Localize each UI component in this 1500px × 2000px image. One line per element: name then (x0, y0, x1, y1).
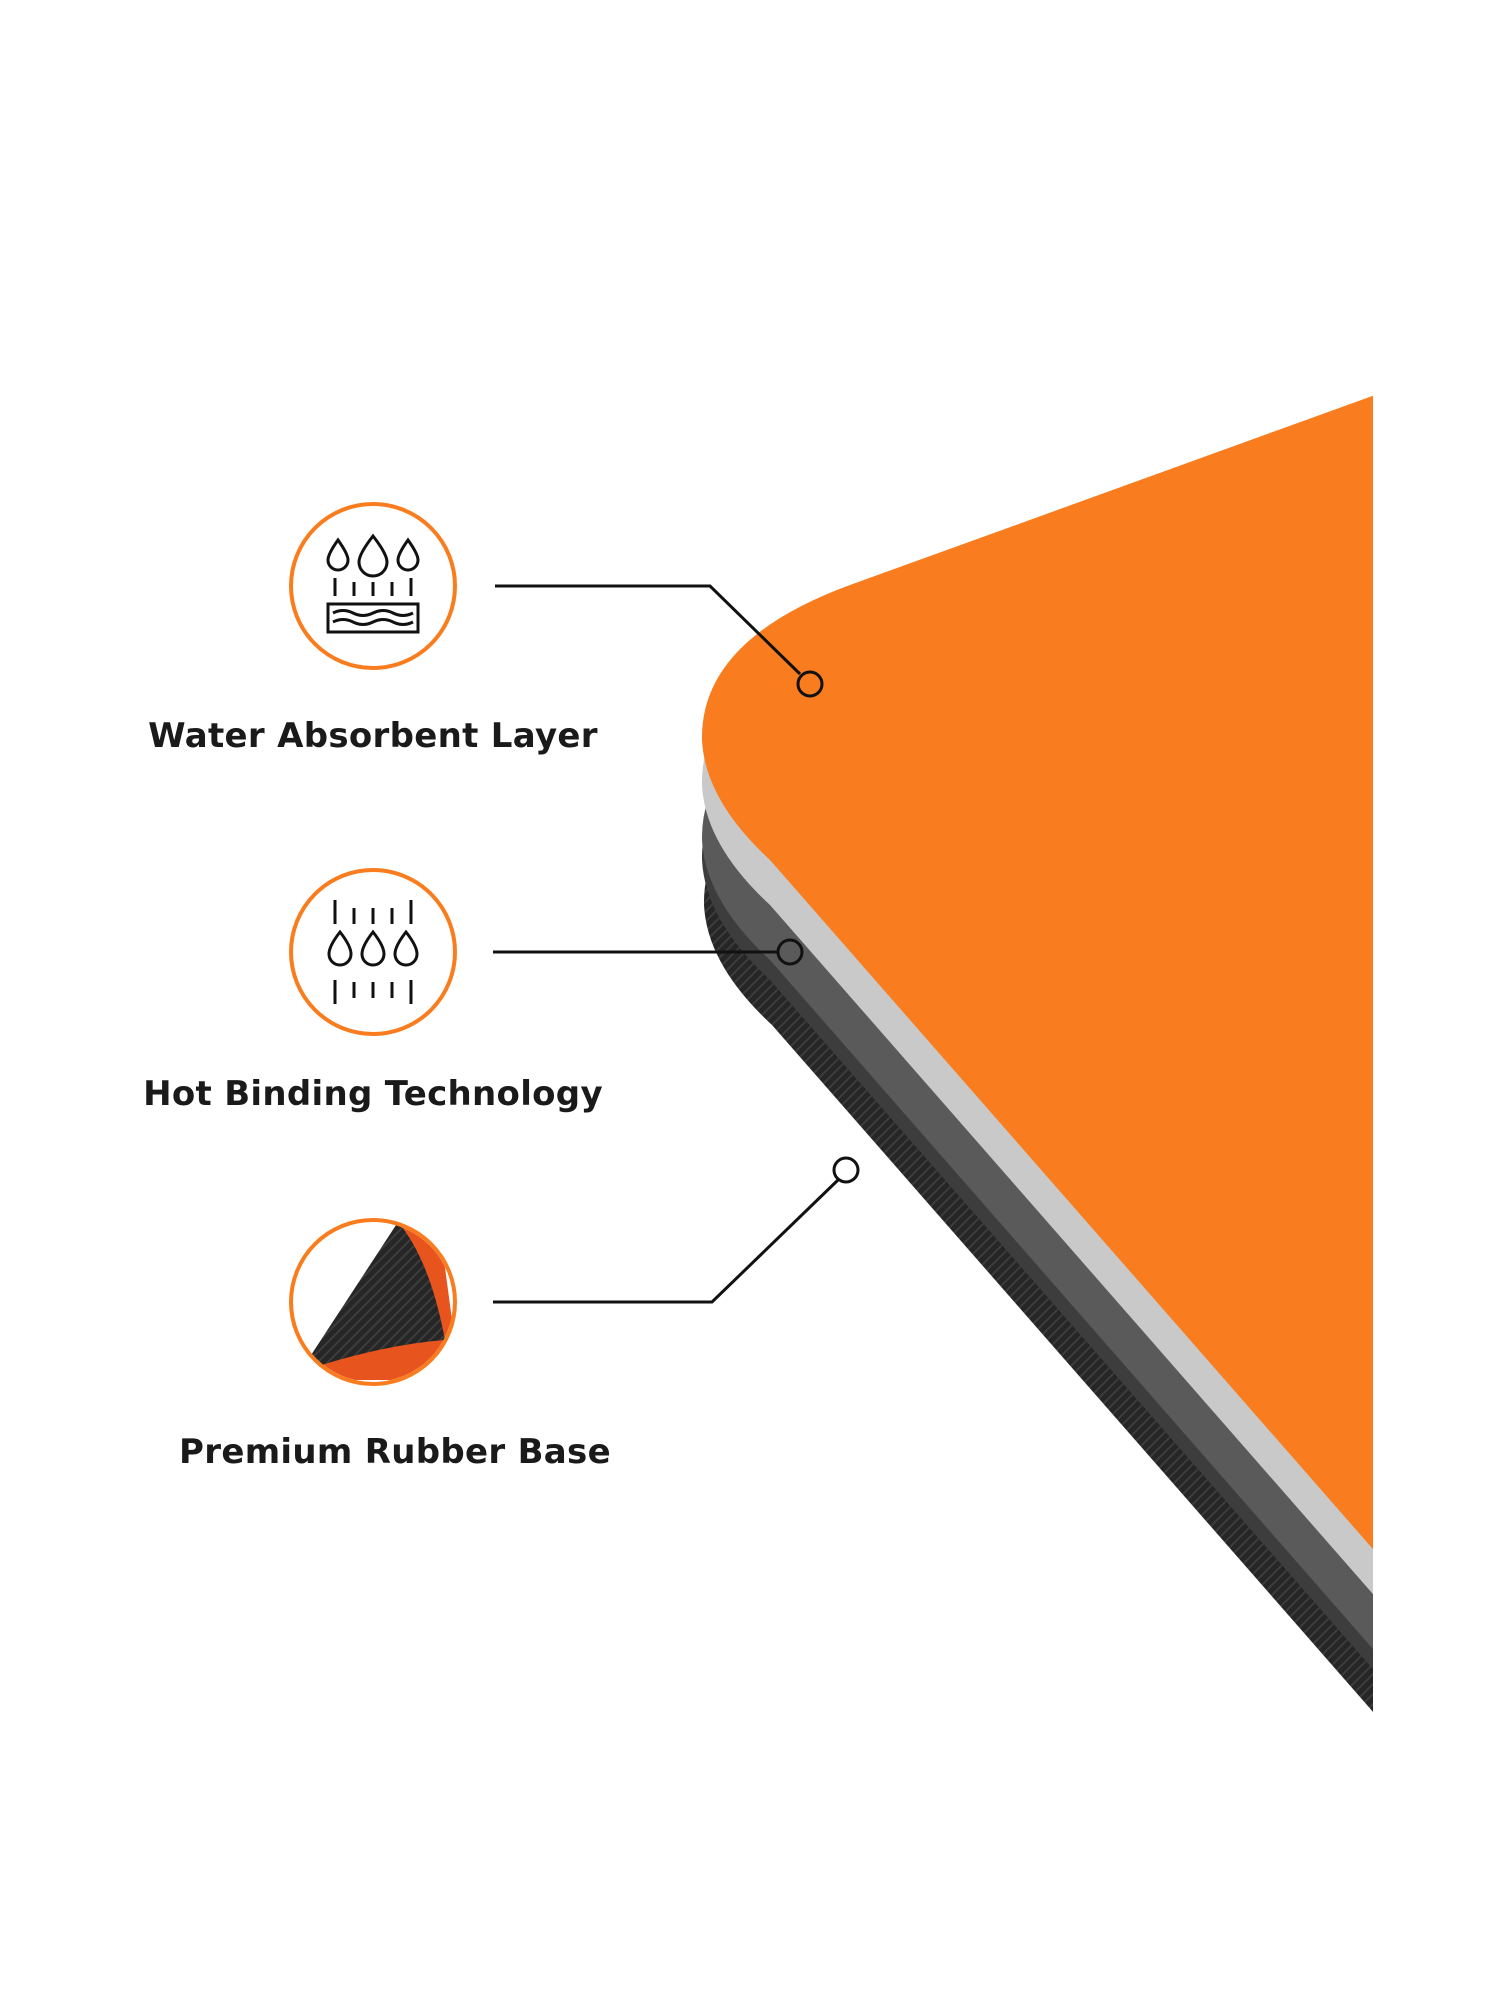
feature-label-hot-binding: Hot Binding Technology (143, 1074, 603, 1114)
rubber-base-icon (289, 1218, 457, 1386)
marker-dot-water (796, 670, 824, 698)
marker-dot-base (832, 1156, 860, 1184)
leader-line-water (495, 584, 802, 676)
marker-dot-binding (776, 938, 804, 966)
feature-label-rubber-base: Premium Rubber Base (179, 1432, 611, 1472)
water-absorb-icon (289, 502, 457, 670)
feature-label-water-absorbent: Water Absorbent Layer (148, 716, 598, 756)
leader-line-base (493, 1178, 840, 1304)
hot-binding-icon (289, 868, 457, 1036)
